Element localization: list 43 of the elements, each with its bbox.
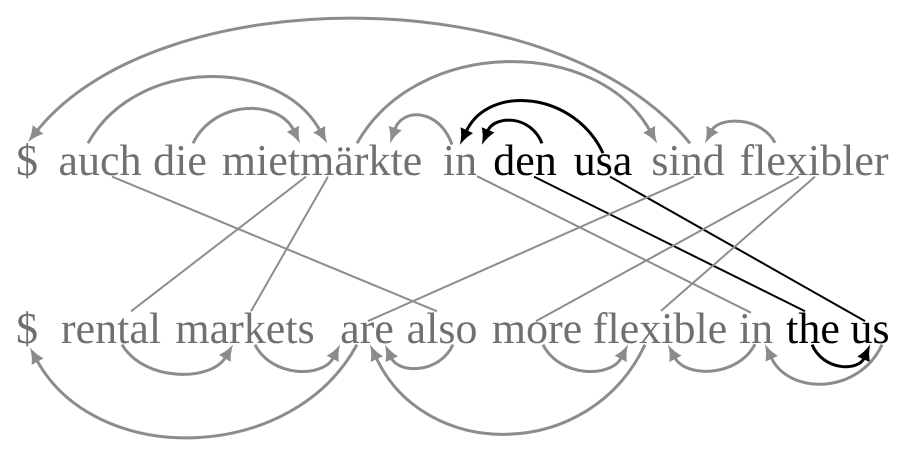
dependency-arc xyxy=(370,344,646,436)
word: us xyxy=(851,322,888,344)
alignment-line xyxy=(130,176,307,312)
dependency-arc xyxy=(386,344,454,370)
word: den xyxy=(494,144,556,176)
word: auch xyxy=(60,144,141,176)
alignment-line xyxy=(250,176,329,312)
alignment-line xyxy=(112,176,438,312)
word: the xyxy=(786,312,838,344)
word: are xyxy=(342,322,392,344)
alignment-line xyxy=(368,176,694,322)
word: rental xyxy=(62,312,160,344)
alignment-line xyxy=(610,176,866,322)
word: flexible xyxy=(594,312,726,344)
word: mietmärkte xyxy=(222,144,421,176)
word: flexibler xyxy=(740,144,888,176)
word: die xyxy=(154,144,206,176)
word: markets xyxy=(176,312,314,344)
word: usa xyxy=(574,154,632,176)
word: also xyxy=(408,312,476,344)
dependency-arc xyxy=(706,120,776,144)
dependency-arc xyxy=(254,344,340,373)
dependency-arc xyxy=(356,60,656,144)
word: $ xyxy=(18,143,37,178)
dependency-arc xyxy=(120,344,232,376)
word: in xyxy=(444,146,476,175)
dependency-arc xyxy=(482,118,544,144)
word: $ xyxy=(18,311,37,346)
dependency-arc xyxy=(542,344,628,373)
alignment-line xyxy=(660,176,816,312)
dependency-arc xyxy=(460,99,604,154)
dependency-arc xyxy=(30,16,692,144)
dependency-arc xyxy=(31,344,358,440)
word: more xyxy=(492,322,581,344)
dependency-arc xyxy=(669,343,756,373)
word: sind xyxy=(653,144,724,176)
dependency-arc xyxy=(810,344,870,368)
alignment-line xyxy=(476,175,752,314)
dependency-arc xyxy=(389,113,454,146)
word: in xyxy=(740,314,772,343)
dependency-arc xyxy=(192,107,300,144)
dependency-arc xyxy=(766,344,884,386)
dependency-arc xyxy=(86,75,326,144)
